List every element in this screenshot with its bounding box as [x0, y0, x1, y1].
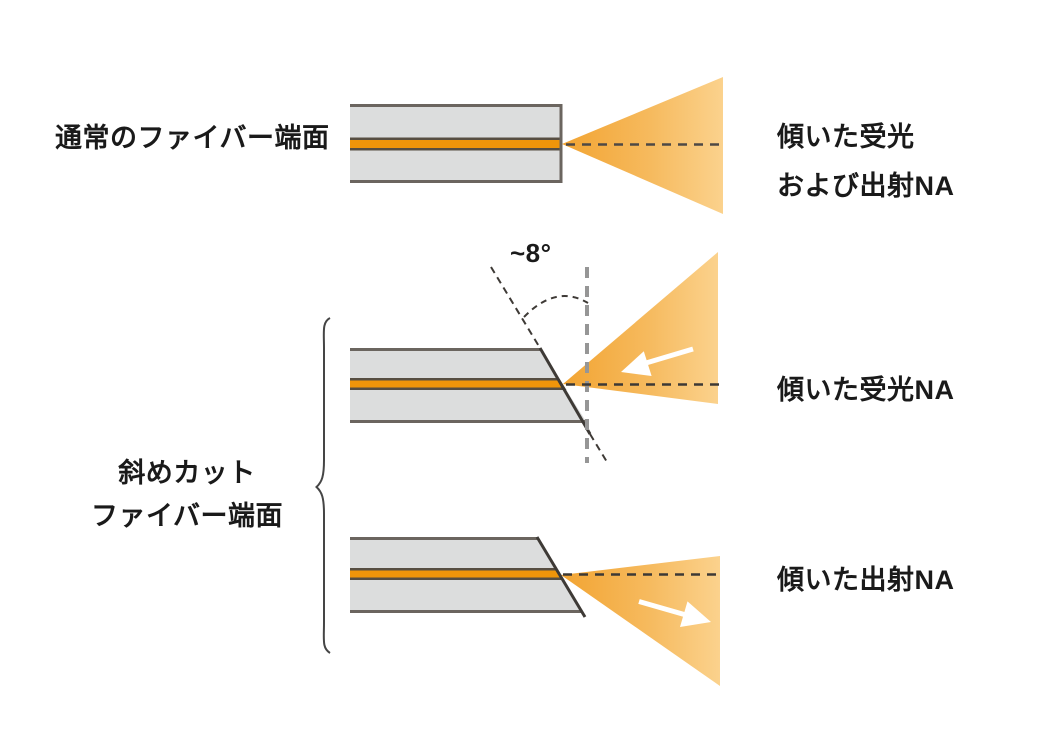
fiber-core [350, 570, 562, 578]
na-cone-icon [561, 556, 720, 686]
angled-cut-fiber-label: 斜めカット ファイバー端面 [78, 452, 296, 538]
normal-fiber-label: 通常のファイバー端面 [55, 123, 330, 153]
angled-cut-fiber-label-line2: ファイバー端面 [91, 501, 283, 531]
arrow-right-out-of-fiber-head [680, 601, 711, 627]
cut-angle-label: ~8° [510, 238, 552, 268]
fiber-core [350, 380, 565, 388]
tilted-exit-na-label: 傾いた出射NA [777, 565, 955, 595]
angled-cut-fiber-label-line1: 斜めカット [118, 458, 256, 488]
normal-na-label-line1: 傾いた受光 [777, 122, 915, 152]
angled-cut-face-line [535, 536, 587, 618]
left-curly-brace-icon [315, 317, 331, 654]
fiber-core [350, 140, 560, 148]
na-cone-icon [563, 252, 718, 404]
angled-fiber-receive-group [350, 252, 722, 463]
na-cone-icon [562, 77, 723, 214]
fiber-cladding-border [350, 537, 581, 613]
arrow-left-into-fiber-icon [645, 346, 694, 366]
angled-fiber-exit-group [350, 536, 720, 686]
fiber-cladding-border [350, 348, 585, 423]
normal-fiber-group [350, 77, 723, 214]
arrow-left-into-fiber-head [621, 351, 652, 376]
arrow-right-out-of-fiber-icon [638, 599, 687, 618]
angled-cut-face-line [538, 347, 592, 435]
normal-na-label: 傾いた受光 および出射NA [777, 113, 955, 211]
cut-plane-extension-dashed [490, 266, 608, 463]
normal-na-label-line2: および出射NA [777, 171, 955, 201]
angle-arc [523, 295, 589, 318]
tilted-receive-na-label: 傾いた受光NA [777, 375, 955, 405]
fiber-cladding-border [350, 104, 563, 183]
